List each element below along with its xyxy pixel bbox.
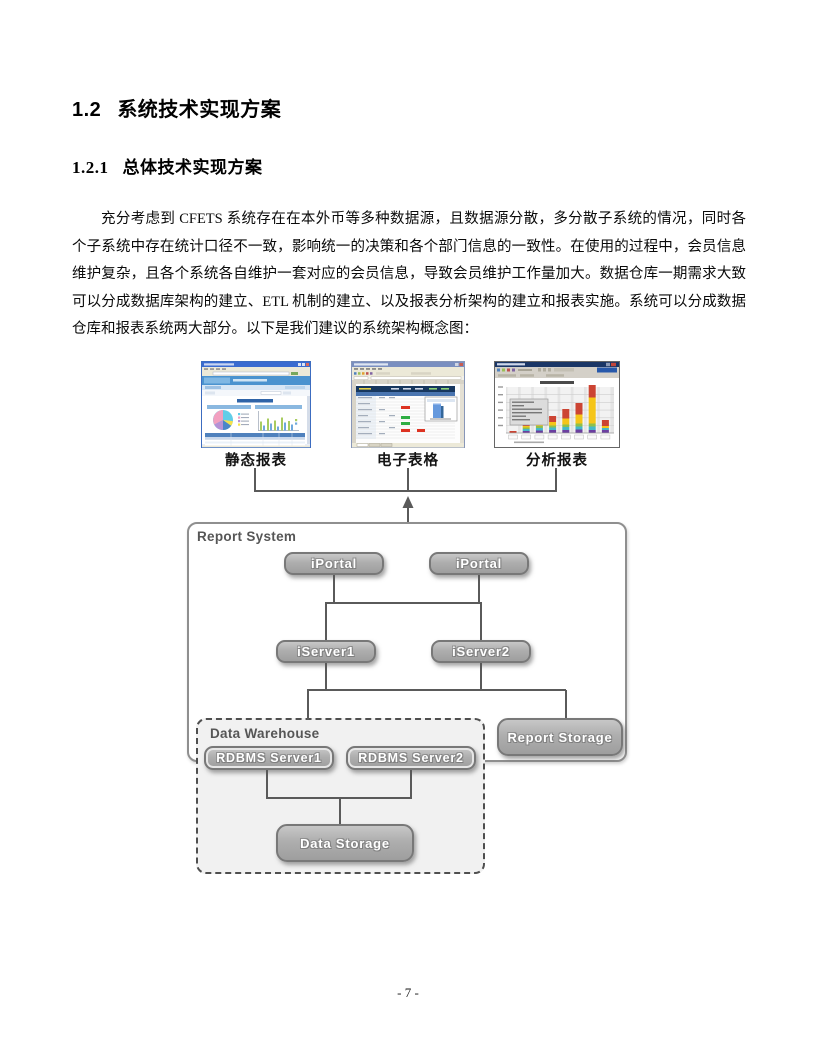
- data-warehouse-label: Data Warehouse: [210, 726, 320, 741]
- section-number: 1.2: [72, 99, 102, 121]
- section-heading: 1.2 系统技术实现方案: [72, 93, 281, 122]
- node-rdbms-server2: RDBMS Server2: [346, 746, 476, 770]
- subsection-heading: 1.2.1 总体技术实现方案: [72, 153, 263, 178]
- static-report-thumbnail: [201, 361, 311, 448]
- node-iportal-right: iPortal: [429, 552, 529, 575]
- section-title: 系统技术实现方案: [117, 99, 282, 121]
- spreadsheet-caption: 电子表格: [377, 453, 439, 469]
- node-data-storage: Data Storage: [276, 824, 414, 862]
- node-iportal-left: iPortal: [284, 552, 384, 575]
- static-report-preview-icon: [201, 361, 311, 448]
- analysis-report-thumbnail: [494, 361, 620, 448]
- analysis-report-caption: 分析报表: [526, 453, 588, 469]
- static-report-caption: 静态报表: [225, 453, 287, 469]
- node-iserver1: iServer1: [276, 640, 376, 663]
- body-paragraph: 充分考虑到 CFETS 系统存在在本外币等多种数据源，且数据源分散，多分散子系统…: [72, 211, 746, 337]
- up-arrow-icon: [402, 496, 414, 508]
- spreadsheet-thumbnail: [351, 361, 465, 448]
- subsection-title: 总体技术实现方案: [122, 158, 263, 177]
- page-number: - 7 -: [397, 985, 419, 1000]
- report-system-label: Report System: [197, 529, 297, 544]
- subsection-number: 1.2.1: [72, 158, 109, 177]
- spreadsheet-preview-icon: [351, 361, 465, 448]
- node-report-storage: Report Storage: [497, 718, 623, 756]
- analysis-report-preview-icon: [494, 361, 620, 448]
- node-rdbms-server1: RDBMS Server1: [204, 746, 334, 770]
- node-iserver2: iServer2: [431, 640, 531, 663]
